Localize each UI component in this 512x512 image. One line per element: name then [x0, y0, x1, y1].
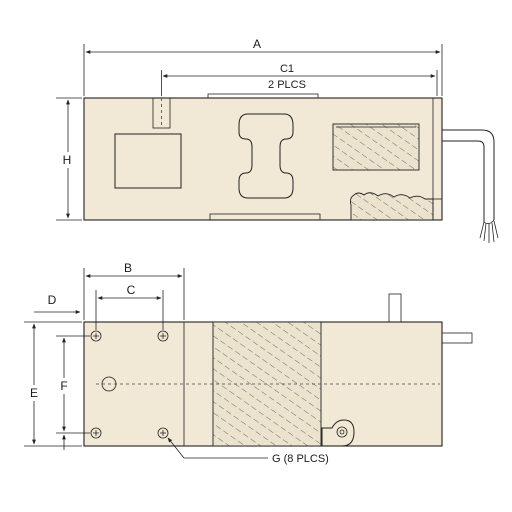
dim-h: H [56, 97, 82, 221]
top-strip [207, 93, 319, 99]
dim-f-label: F [60, 379, 67, 393]
dim-g: G (8 PLCS) [167, 437, 329, 465]
bottom-strip [209, 213, 321, 221]
dim-g-label: G (8 PLCS) [272, 453, 329, 465]
dim-d: D [34, 293, 81, 314]
side-shaft [441, 332, 473, 344]
dim-c1-qty: 2 PLCS [268, 79, 306, 91]
top-view: A C1 2 PLCS H [56, 37, 499, 243]
binocular-cutout [238, 113, 294, 199]
dim-f: F [56, 335, 90, 450]
dim-d-label: D [48, 293, 57, 307]
dim-a: A [83, 37, 443, 96]
screw-hole [157, 427, 169, 439]
dim-b: B [83, 261, 185, 320]
dim-e-label: E [30, 386, 38, 400]
dim-h-label: H [63, 153, 72, 167]
dim-c1-label: C1 [280, 63, 294, 75]
screw-holes [90, 330, 169, 439]
torn-section [349, 192, 434, 221]
cable-gland [321, 419, 355, 447]
mount-block [83, 321, 185, 447]
screw-hole [157, 330, 169, 342]
left-pocket [114, 133, 182, 189]
dim-a-label: A [253, 37, 261, 51]
dim-c-label: C [127, 283, 136, 297]
cover-plate [332, 123, 420, 171]
screw-hole [90, 330, 102, 342]
cable [442, 129, 499, 243]
mounting-slot [152, 97, 171, 129]
dim-c1: C1 2 PLCS [161, 63, 438, 96]
center-hole [101, 376, 117, 392]
screw-hole [90, 427, 102, 439]
top-pin [388, 293, 402, 323]
dim-b-label: B [124, 261, 132, 275]
side-view: B C D E F [24, 261, 473, 465]
dim-c: C [95, 283, 164, 330]
dim-e: E [24, 321, 82, 447]
